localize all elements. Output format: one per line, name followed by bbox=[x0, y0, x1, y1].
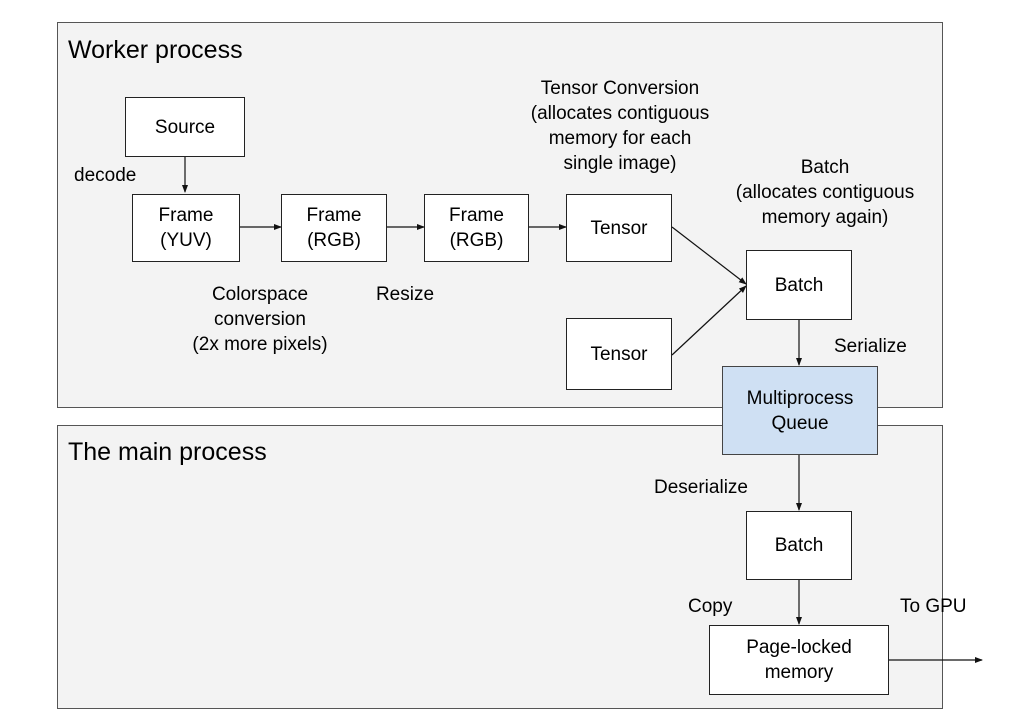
tensor-node-1: Tensor bbox=[566, 194, 672, 262]
source-node: Source bbox=[125, 97, 245, 157]
decode-label: decode bbox=[74, 165, 137, 186]
frame-yuv-node: Frame (YUV) bbox=[132, 194, 240, 262]
tensor-node-2: Tensor bbox=[566, 318, 672, 390]
frame-rgb-node-2-label: Frame (RGB) bbox=[449, 205, 504, 251]
frame-rgb-node-1-label: Frame (RGB) bbox=[306, 205, 362, 251]
page-locked-memory-node-label: Page-locked memory bbox=[746, 637, 852, 683]
multiprocess-queue-node-label: Multiprocess Queue bbox=[746, 387, 854, 434]
frame-rgb-node-2: Frame (RGB) bbox=[424, 194, 529, 262]
multiprocess-queue-node: Multiprocess Queue bbox=[722, 366, 878, 455]
tensor-conversion-label: Tensor Conversion (allocates contiguous … bbox=[530, 78, 710, 174]
colorspace-label: Colorspace conversion (2x more pixels) bbox=[192, 284, 328, 355]
batch-worker-node: Batch bbox=[746, 250, 852, 320]
to-gpu-label: To GPU bbox=[900, 596, 967, 617]
serialize-label: Serialize bbox=[834, 336, 907, 357]
batch-note-label: Batch (allocates contiguous memory again… bbox=[735, 157, 915, 228]
batch-main-node: Batch bbox=[746, 511, 852, 580]
tensor-node-1-label: Tensor bbox=[590, 217, 648, 239]
frame-rgb-node-1: Frame (RGB) bbox=[281, 194, 387, 262]
worker-process-title: Worker process bbox=[68, 36, 243, 64]
resize-label: Resize bbox=[375, 284, 435, 305]
batch-main-node-label: Batch bbox=[774, 535, 824, 556]
tensor-node-2-label: Tensor bbox=[590, 343, 648, 365]
page-locked-memory-node: Page-locked memory bbox=[709, 625, 889, 695]
deserialize-label: Deserialize bbox=[654, 477, 748, 498]
source-node-label: Source bbox=[154, 116, 216, 138]
main-process-title: The main process bbox=[68, 438, 267, 466]
frame-yuv-node-label: Frame (YUV) bbox=[158, 205, 214, 251]
batch-worker-node-label: Batch bbox=[774, 274, 824, 296]
copy-label: Copy bbox=[688, 596, 733, 617]
